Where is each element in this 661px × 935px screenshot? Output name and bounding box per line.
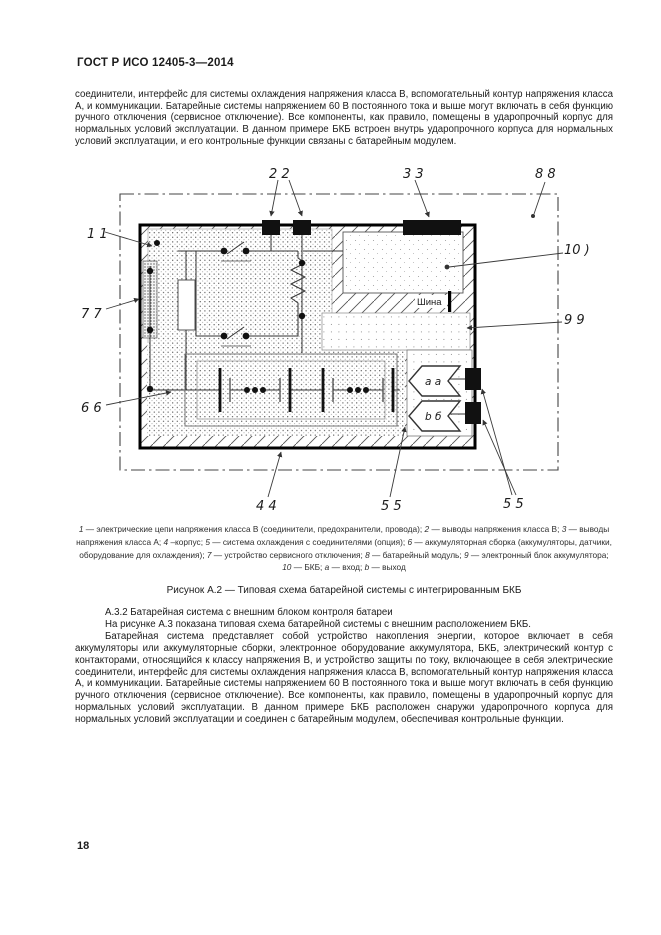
legend-segment: 5 <box>205 536 210 547</box>
intro-paragraph: соединители, интерфейс для системы охлаж… <box>75 89 613 147</box>
battery-cells <box>218 368 395 412</box>
figure-legend: 1 — электрические цепи напряжения класса… <box>75 523 613 574</box>
legend-segment: — вход; <box>329 562 365 573</box>
class-b-terminal-2 <box>293 220 311 235</box>
legend-segment: — система охлаждения с соединителями (оп… <box>209 536 408 547</box>
callout-1: 1 1 <box>87 227 108 242</box>
chevron-inlet <box>408 365 462 397</box>
region-class-b-circuits <box>147 228 333 356</box>
legend-segment: — электрические цепи напряжения класса В… <box>83 524 425 534</box>
module-outline-inner <box>196 360 386 420</box>
battery-module-boundary <box>119 193 559 471</box>
legend-segment: 8 <box>365 549 370 560</box>
legend-segment: а <box>324 562 330 573</box>
contact-dots <box>146 240 306 393</box>
callout-6: 6 6 <box>81 401 102 416</box>
figure-caption: Рисунок А.2 — Типовая схема батарейной с… <box>166 585 522 596</box>
legend-segment: — выводы напряжения класса В; <box>429 524 562 534</box>
callout-4: 4 4 <box>256 499 277 514</box>
legend-segment: — БКБ; <box>291 562 325 573</box>
figure-a2-diagram: Шина a a <box>81 167 590 514</box>
callout-10: 10 ) <box>564 243 590 258</box>
chevron-inlet-label: a a <box>425 376 441 388</box>
section-body: Батарейная система представляет собой ус… <box>75 630 613 726</box>
legend-segment: b <box>364 562 370 573</box>
legend-segment: — устройство сервисного отключения; <box>211 549 366 560</box>
legend-segment: — батарейный модуль; <box>369 549 464 560</box>
bus-bar <box>448 291 452 312</box>
callout-leaders <box>104 179 564 498</box>
legend-segment: –корпус; <box>168 536 206 547</box>
region-bcu <box>342 231 464 294</box>
cooling-terminal-b <box>465 402 481 424</box>
legend-segment: 6 <box>407 536 413 547</box>
terminals <box>262 220 481 424</box>
bus-label: Шина <box>417 297 442 308</box>
legend-segment: 7 <box>206 549 212 560</box>
callout-2: 2 2 <box>269 167 290 182</box>
callout-labels: 1 1 7 7 6 6 2 2 3 3 8 8 10 ) 9 9 4 4 5 5… <box>81 167 590 514</box>
class-a-terminal <box>403 220 461 235</box>
page-number: 18 <box>77 840 90 852</box>
legend-segment: 2 <box>424 524 430 534</box>
callout-9: 9 9 <box>564 313 585 328</box>
section-a32: А.3.2 Батарейная система с внешним блоко… <box>75 607 613 726</box>
legend-segment: 10 <box>282 562 292 573</box>
legend-segment: 9 <box>464 549 469 560</box>
class-b-terminal-1 <box>262 220 280 235</box>
legend-segment: — выход <box>369 562 406 573</box>
legend-segment: 1 <box>78 524 84 534</box>
chevron-outlet <box>408 400 462 432</box>
cooling-chevrons: a a b б <box>408 365 462 432</box>
bus-label-bg <box>415 295 447 308</box>
section-heading: А.3.2 Батарейная система с внешним блоко… <box>105 607 393 618</box>
callout-8: 8 8 <box>535 167 556 182</box>
section-intro-line: На рисунке А.3 показана типовая схема ба… <box>105 618 531 630</box>
callout-7: 7 7 <box>81 307 102 322</box>
document-header: ГОСТ Р ИСО 12405-3—2014 <box>77 57 234 69</box>
legend-segment: 4 <box>163 536 169 547</box>
callout-5-cooling: 5 5 <box>381 499 402 514</box>
legend-segment: — аккумуляторная сборка (аккумуляторы, д… <box>79 536 612 560</box>
module-outline-outer <box>184 353 398 427</box>
cooling-terminal-a <box>465 368 481 390</box>
fuse-symbol <box>177 279 196 331</box>
legend-segment: 3 <box>561 524 567 534</box>
callout-5-terminals: 5 5 <box>503 497 524 512</box>
callout-3: 3 3 <box>403 167 424 182</box>
chevron-outlet-label: b б <box>425 411 442 423</box>
legend-segment: — выводы напряжения класса А; <box>76 524 610 547</box>
region-battery-electronics <box>321 312 471 351</box>
legend-segment: — электронный блок аккумулятора; <box>468 549 609 560</box>
